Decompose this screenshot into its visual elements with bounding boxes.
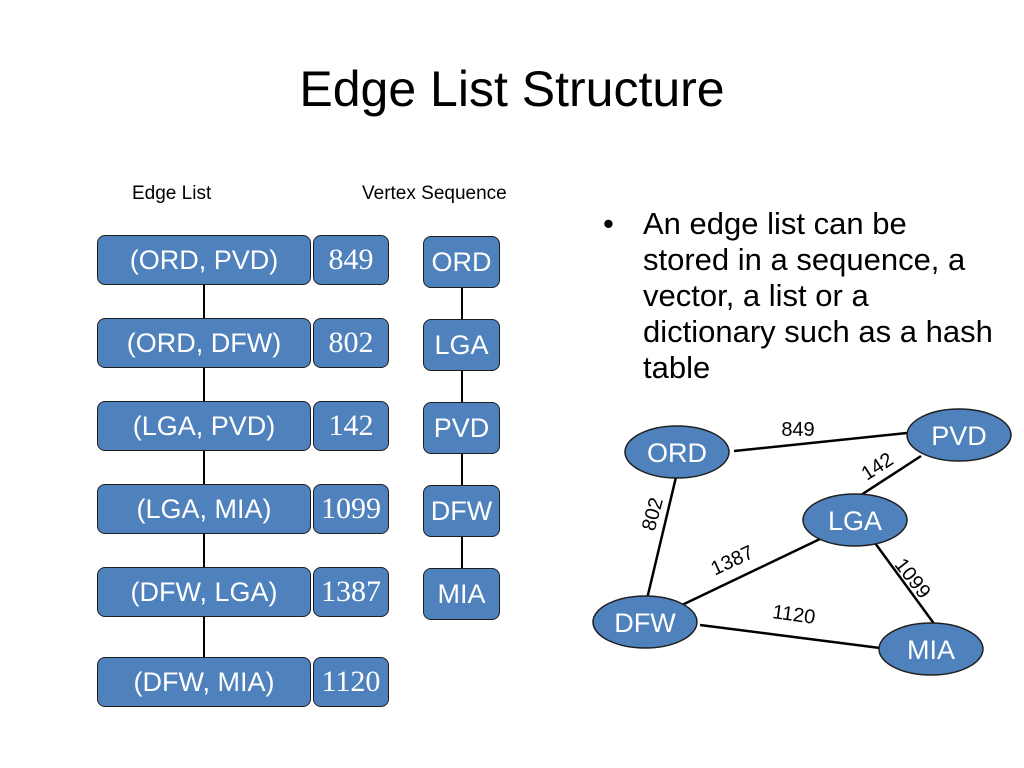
graph-edge-ord-dfw (645, 476, 678, 600)
vertex-sequence-connector (461, 537, 463, 569)
edge-list-connector (203, 616, 205, 657)
graph-node-lga (802, 493, 908, 547)
graph-node-label: PVD (931, 421, 987, 451)
vertex-entry: PVD (423, 402, 500, 454)
vertex-sequence-connector (461, 371, 463, 403)
graph-edge-dfw-mia (699, 623, 881, 650)
edge-list-connector (203, 450, 205, 484)
edge-entry: (LGA, MIA) (97, 484, 311, 534)
graph-edge-lga-mia (873, 542, 937, 626)
vertex-sequence-connector (461, 454, 463, 486)
graph-edge-lga-pvd (857, 454, 922, 499)
vertex-sequence-connector (461, 288, 463, 320)
edge-entry: (DFW, MIA) (97, 657, 311, 707)
graph-weight-label: 142 (858, 449, 898, 486)
edge-entry: (ORD, DFW) (97, 318, 311, 368)
edge-list-label: Edge List (132, 183, 212, 204)
bullet-text: An edge list can be stored in a sequence… (643, 206, 993, 385)
edge-weight: 1120 (313, 657, 389, 707)
vertex-sequence-label: Vertex Sequence (362, 183, 507, 204)
edge-entry: (DFW, LGA) (97, 567, 311, 617)
graph-weight-label: 1120 (771, 601, 817, 629)
vertex-entry: DFW (423, 485, 500, 537)
graph-node-dfw (592, 595, 698, 649)
edge-weight: 1099 (313, 484, 389, 534)
graph-weight-label: 849 (781, 419, 814, 441)
graph-edge-ord-pvd (733, 431, 908, 453)
edge-weight: 802 (313, 318, 389, 368)
vertex-entry: MIA (423, 568, 500, 620)
graph-node-label: MIA (907, 635, 955, 665)
edge-weight: 142 (313, 401, 389, 451)
graph-node-label: DFW (614, 608, 676, 638)
vertex-entry: ORD (423, 236, 500, 288)
bullet-marker: • (603, 206, 614, 241)
edge-entry: (LGA, PVD) (97, 401, 311, 451)
vertex-entry: LGA (423, 319, 500, 371)
edge-weight: 849 (313, 235, 389, 285)
slide-title: Edge List Structure (299, 61, 725, 117)
edge-list-connector (203, 284, 205, 318)
graph-edge-dfw-lga (681, 537, 821, 607)
graph-node-label: LGA (828, 506, 882, 536)
graph-node-pvd (906, 408, 1012, 462)
edge-list-connector (203, 533, 205, 567)
graph-weight-label: 1099 (890, 554, 935, 603)
graph-node-ord (624, 425, 730, 479)
graph-node-mia (878, 622, 984, 676)
graph-weight-label: 1387 (708, 542, 758, 581)
graph-node-label: ORD (647, 438, 707, 468)
edge-entry: (ORD, PVD) (97, 235, 311, 285)
edge-weight: 1387 (313, 567, 389, 617)
edge-list-connector (203, 367, 205, 401)
